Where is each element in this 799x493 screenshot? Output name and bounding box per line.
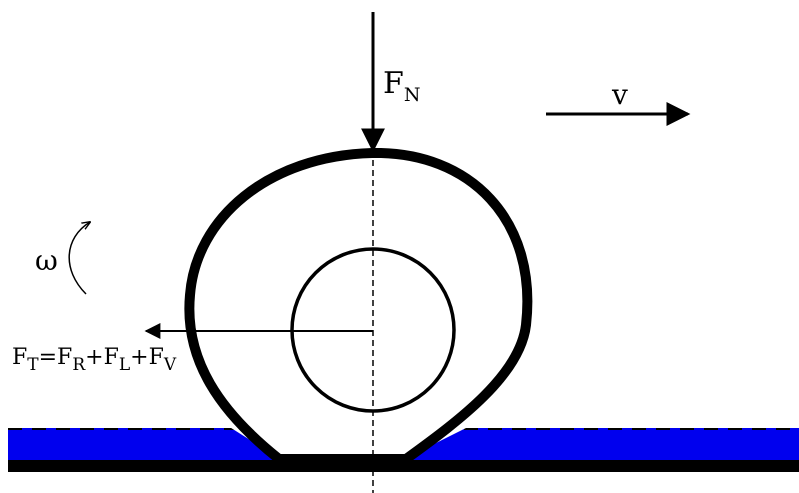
velocity-label: v	[611, 78, 628, 111]
road-surface	[8, 460, 799, 472]
angular-velocity-arrow	[68, 222, 90, 295]
normal-force-label: FN	[383, 66, 420, 106]
total-force-label: FT=FR+FL+FV	[12, 345, 177, 375]
tire-outer	[184, 147, 533, 464]
angular-velocity-label: ω	[35, 244, 58, 277]
